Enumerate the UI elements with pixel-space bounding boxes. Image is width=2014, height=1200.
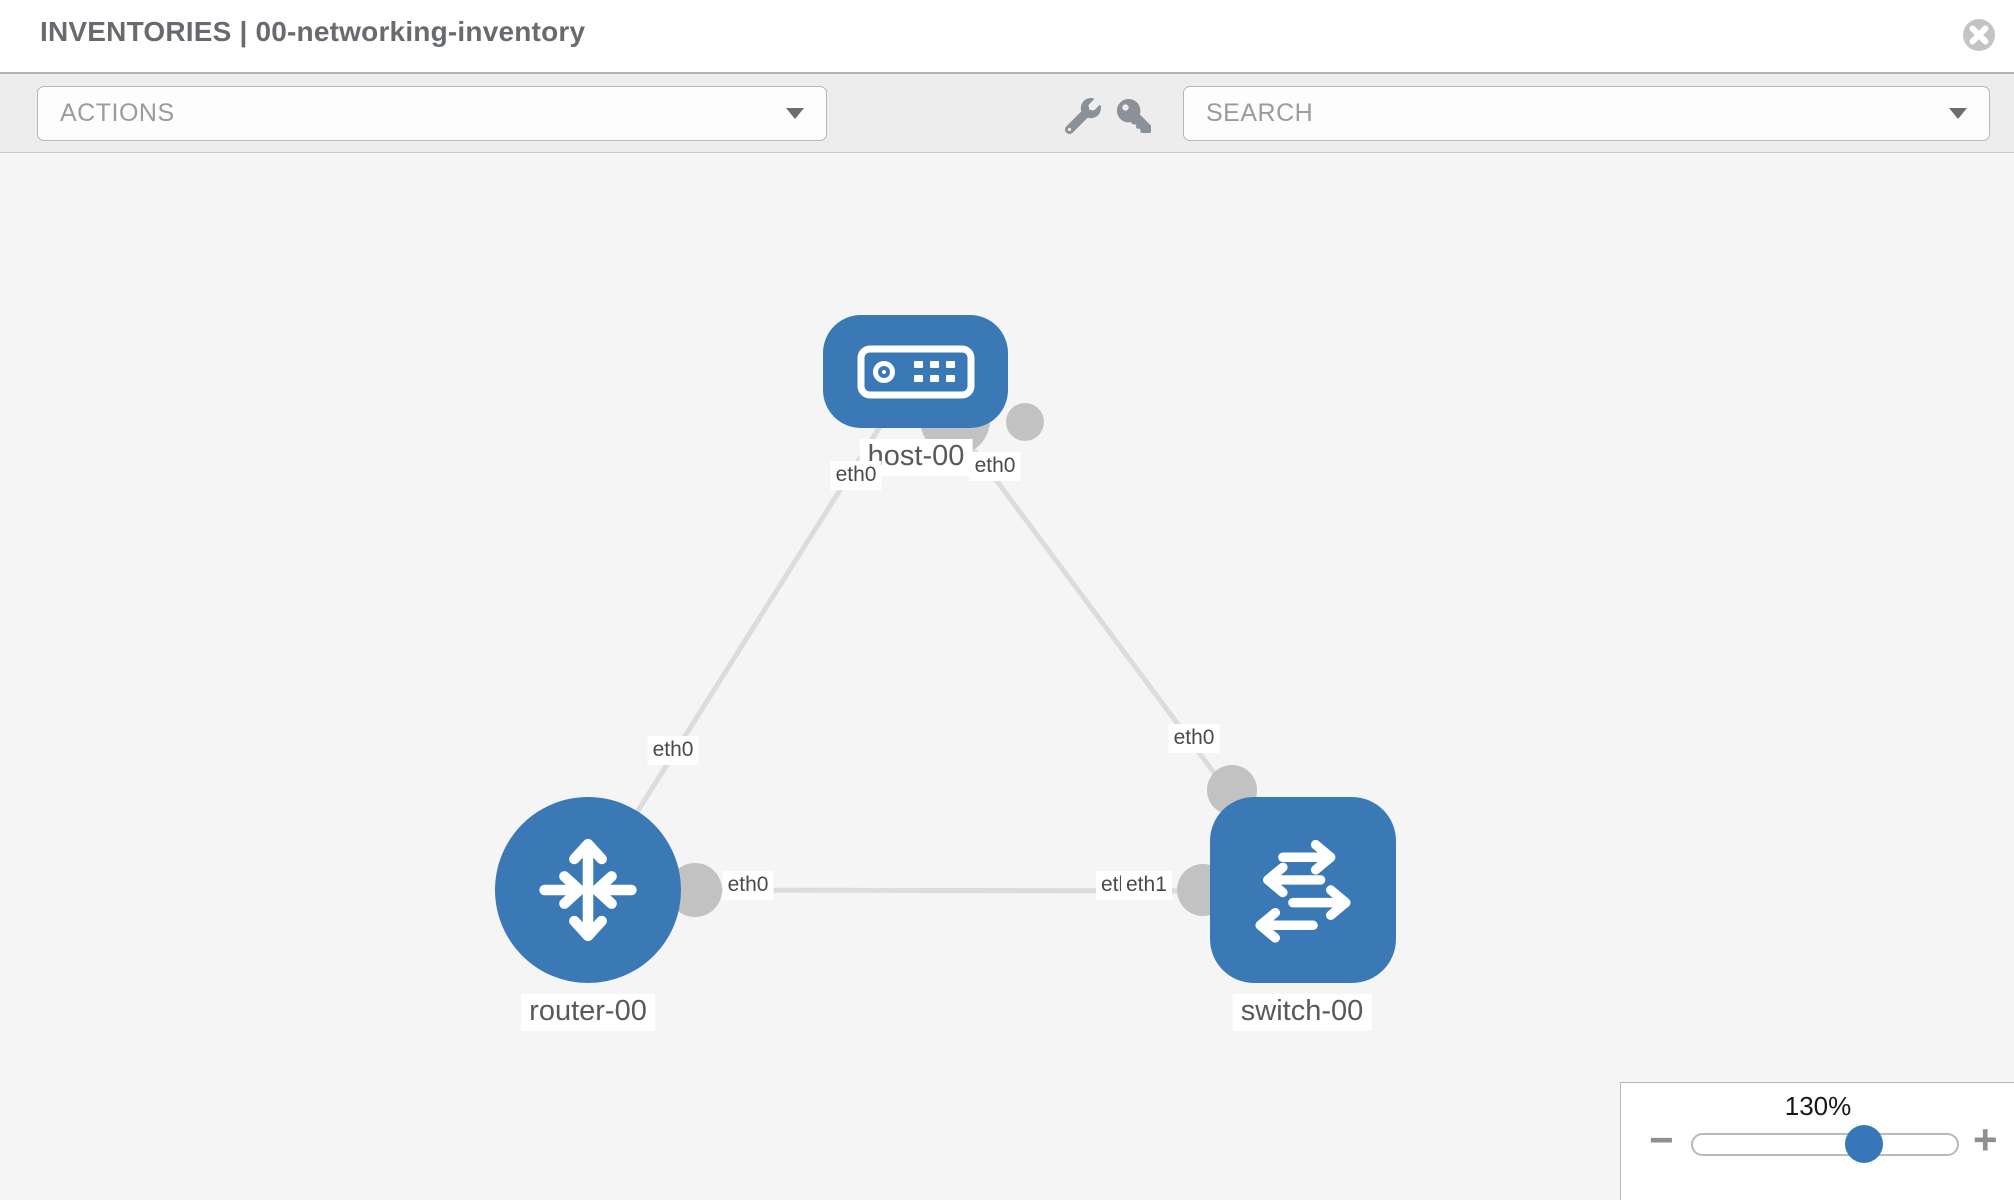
wrench-icon (1065, 98, 1101, 134)
search-dropdown[interactable]: SEARCH (1183, 86, 1990, 141)
zoom-slider-track[interactable] (1691, 1133, 1959, 1156)
interface-label-eth0: eth0 (1168, 724, 1220, 753)
interface-label-eth0: eth0 (969, 452, 1021, 481)
links-layer (585, 369, 1305, 917)
zoom-in-button[interactable]: + (1973, 1116, 1998, 1163)
switch-icon (1255, 839, 1351, 943)
router-icon (539, 838, 637, 942)
zoom-out-button[interactable]: − (1649, 1116, 1674, 1163)
interface-label-eth0: eth0 (647, 736, 699, 765)
header: INVENTORIES | 00-networking-inventory (0, 0, 2014, 72)
configure-button[interactable] (1063, 96, 1103, 136)
zoom-level: 130% (1784, 1091, 1852, 1121)
node-host-00[interactable] (823, 315, 1008, 428)
close-icon (1963, 19, 1995, 51)
node-label-router-00: router-00 (521, 994, 655, 1031)
search-dropdown-label: SEARCH (1206, 99, 1314, 127)
interface-label-eth0: eth0 (722, 871, 774, 900)
actions-dropdown-label: ACTIONS (60, 99, 175, 127)
credentials-button[interactable] (1114, 96, 1154, 136)
zoom-panel: 130% − + (1620, 1082, 2014, 1200)
node-router-00[interactable] (495, 797, 681, 983)
interface-dot (1006, 403, 1044, 441)
interface-dot (668, 863, 722, 917)
zoom-slider-knob[interactable] (1845, 1125, 1883, 1163)
close-button[interactable] (1962, 18, 1996, 52)
interface-label-eth1: eth1 (1121, 871, 1172, 900)
node-switch-00[interactable] (1210, 797, 1396, 983)
node-label-switch-00: switch-00 (1232, 994, 1372, 1031)
page-title: INVENTORIES | 00-networking-inventory (40, 16, 586, 47)
host-icon (857, 345, 974, 398)
interface-label-eth0: eth0 (830, 461, 882, 490)
chevron-down-icon (1949, 108, 1967, 119)
topology-canvas[interactable]: host-00 router-00 switch-00 eth0 eth0 et… (0, 153, 2014, 1200)
toolbar: ACTIONS SEARCH (0, 72, 2014, 153)
chevron-down-icon (786, 108, 804, 119)
key-icon (1117, 99, 1151, 133)
actions-dropdown[interactable]: ACTIONS (37, 86, 827, 141)
